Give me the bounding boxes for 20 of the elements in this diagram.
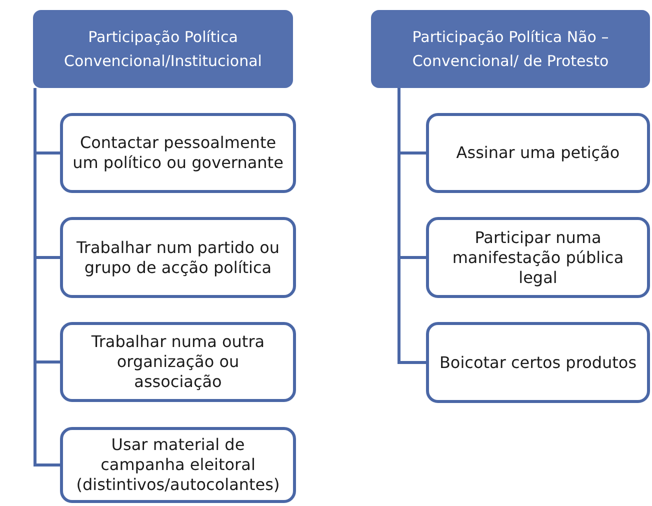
header-box — [33, 10, 293, 88]
header-text: Participação Política Não –Convencional/ de Protesto — [411, 27, 610, 72]
item-box — [426, 322, 650, 403]
item-text: Trabalhar num partido ou grupo de acção política — [76, 238, 280, 278]
item-text: Boicotar certos produtos — [439, 352, 637, 372]
item-text: Trabalhar numa outra organização ou associação — [90, 332, 266, 392]
item-text: Usar material de campanha eleitoral (distintivos/autocolantes) — [75, 435, 281, 495]
item-text: Contactar pessoalmente um político ou governante — [72, 133, 284, 173]
connector-line — [34, 88, 60, 466]
item-box — [60, 217, 296, 298]
item-box — [426, 113, 650, 193]
item-box — [426, 217, 650, 298]
header-box — [371, 10, 650, 88]
connector-line — [398, 88, 426, 364]
item-box — [60, 322, 296, 402]
item-text: Assinar uma petição — [456, 143, 620, 163]
item-box — [60, 113, 296, 193]
header-text: Participação Política Convencional/Institucional — [63, 27, 263, 72]
item-box — [60, 427, 296, 503]
item-text: Participar numa manifestação pública legal — [451, 228, 625, 288]
